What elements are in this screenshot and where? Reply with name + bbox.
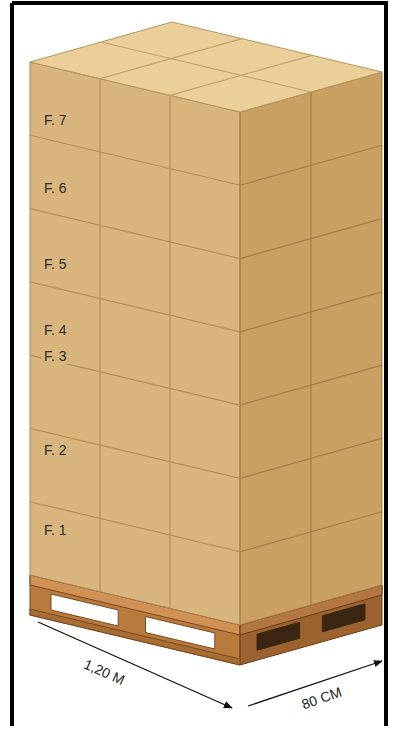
layer-label: F. 7 (42, 112, 69, 128)
box-seam (169, 95, 170, 608)
layer-line (30, 135, 240, 185)
pallet-opening (257, 622, 300, 650)
layer-line (30, 428, 240, 478)
dimension-label: 80 CM (298, 683, 346, 713)
box-front (30, 62, 240, 625)
dimension-line (38, 622, 232, 708)
layer-label: F. 6 (42, 180, 69, 196)
dimension-label: 1,20 M (79, 655, 128, 689)
box-seam (99, 79, 100, 592)
layer-label: F. 2 (42, 442, 69, 458)
layer-line (30, 502, 240, 552)
frame (12, 3, 386, 726)
layer-label: F. 4 (42, 322, 69, 338)
box-seam (101, 42, 311, 92)
layer-line (30, 209, 240, 259)
layer-label: F. 1 (42, 522, 69, 538)
pallet-opening (322, 604, 365, 632)
box-seam (310, 92, 311, 605)
box-top (30, 22, 382, 112)
layer-label: F. 3 (42, 348, 69, 364)
layer-label: F. 5 (42, 256, 69, 272)
box-side (240, 72, 382, 625)
